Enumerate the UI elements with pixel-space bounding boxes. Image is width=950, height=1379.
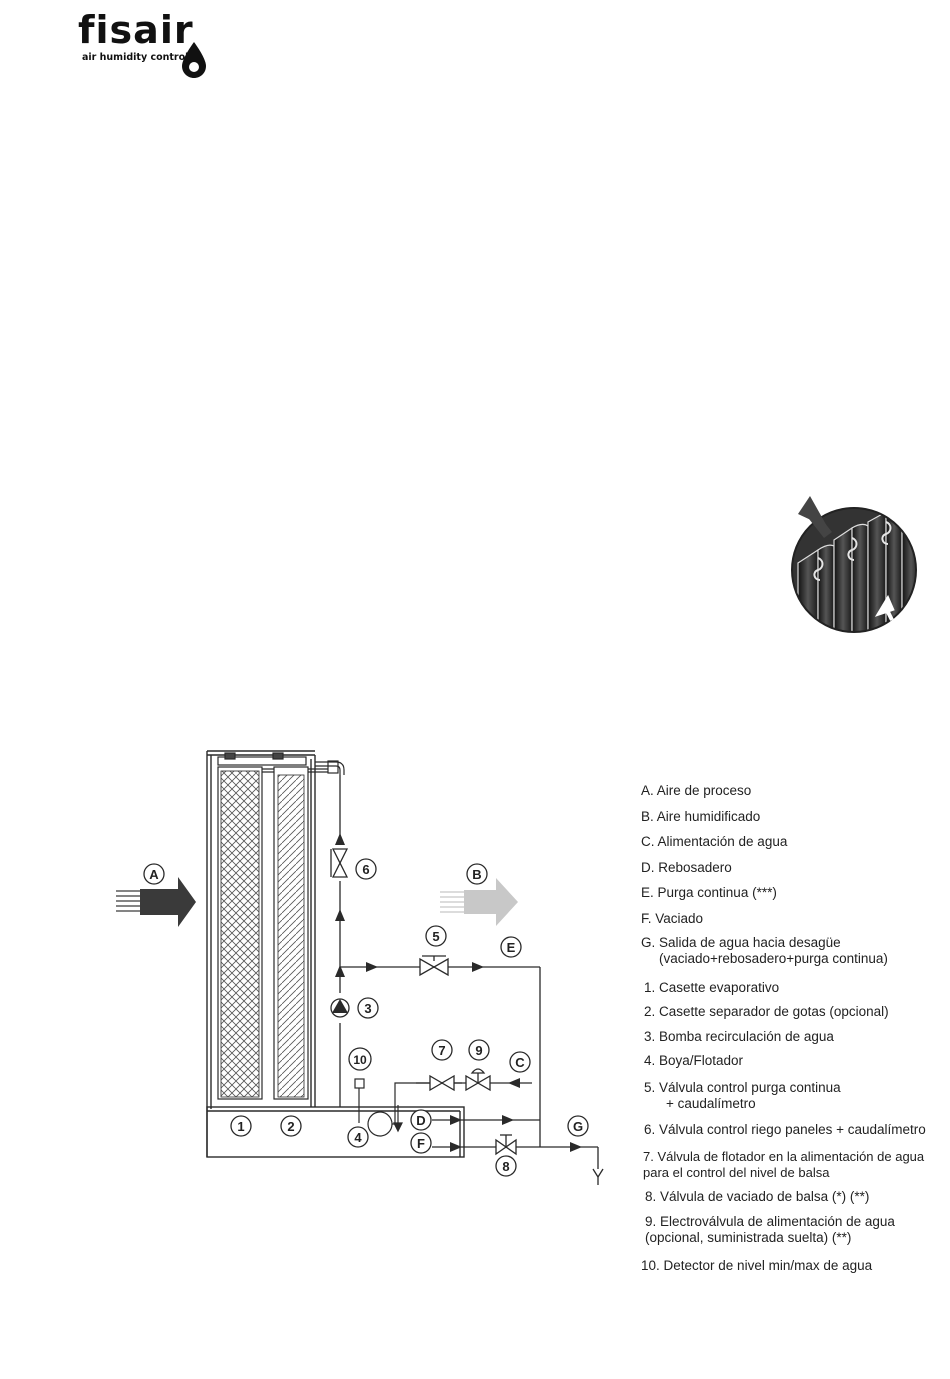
- legend-5-line1: 5. Válvula control purga continua: [644, 1080, 841, 1095]
- legend-3: 3. Bomba recirculación de agua: [644, 1029, 834, 1044]
- callout-7: 7: [431, 1039, 453, 1061]
- callout-d: D: [410, 1109, 432, 1131]
- legend-2: 2. Casette separador de gotas (opcional): [644, 1004, 889, 1019]
- svg-text:6: 6: [362, 862, 369, 877]
- legend-8: 8. Válvula de vaciado de balsa (*) (**): [645, 1189, 870, 1204]
- supply-flow-arrow: [508, 1078, 520, 1088]
- legend-1: 1. Casette evaporativo: [644, 980, 780, 995]
- legend-10: 10. Detector de nivel min/max de agua: [641, 1258, 873, 1273]
- callout-2: 2: [280, 1115, 302, 1137]
- callout-b: B: [466, 863, 488, 885]
- riser-flow-arrows: [335, 833, 345, 977]
- legend-d: D. Rebosadero: [641, 860, 732, 875]
- legend-g: G. Salida de agua hacia desagüe (vaciado…: [641, 935, 888, 967]
- legend-b: B. Aire humidificado: [641, 809, 761, 824]
- callout-4: 4: [347, 1126, 369, 1148]
- callout-f: F: [410, 1132, 432, 1154]
- legend-g-line1: G. Salida de agua hacia desagüe: [641, 935, 841, 950]
- svg-text:F: F: [417, 1136, 425, 1151]
- svg-text:9: 9: [475, 1043, 482, 1058]
- legend-7-line2: para el control del nivel de balsa: [643, 1165, 830, 1180]
- legend-5: 5. Válvula control purga continua + caud…: [644, 1080, 841, 1112]
- callout-9: 9: [468, 1039, 490, 1061]
- svg-text:5: 5: [432, 929, 439, 944]
- svg-text:7: 7: [438, 1043, 445, 1058]
- svg-text:B: B: [472, 867, 481, 882]
- droplet-separator-cassette: [273, 766, 309, 1100]
- legend-e: E. Purga continua (***): [641, 885, 777, 900]
- callout-1: 1: [230, 1115, 252, 1137]
- legend-4: 4. Boya/Flotador: [644, 1053, 744, 1068]
- legend-a: A. Aire de proceso: [641, 783, 752, 798]
- legend-5-line2: + caudalímetro: [666, 1096, 756, 1111]
- legend-6: 6. Válvula control riego paneles + cauda…: [644, 1122, 926, 1137]
- callout-3: 3: [357, 997, 379, 1019]
- legend-c: C. Alimentación de agua: [641, 834, 788, 849]
- legend-7: 7. Válvula de flotador en la alimentació…: [643, 1149, 924, 1181]
- callout-10: 10: [348, 1047, 372, 1071]
- process-diagram: A B C D E F G 1 2 3 4 5 6 7 8 9 10: [116, 750, 604, 1185]
- valve-8: [495, 1134, 517, 1156]
- svg-text:G: G: [573, 1119, 583, 1134]
- brand-name: fisair: [78, 8, 194, 52]
- svg-text:4: 4: [354, 1130, 362, 1145]
- valve-6: [330, 848, 349, 878]
- solenoid-valve-9: [465, 1068, 491, 1092]
- svg-text:E: E: [507, 940, 516, 955]
- drain-line: [432, 1146, 604, 1185]
- valve-5: [419, 955, 449, 977]
- callout-8: 8: [495, 1155, 517, 1177]
- humidified-air-arrow: [440, 878, 518, 926]
- valve-7: [429, 1074, 455, 1092]
- callout-a: A: [143, 863, 165, 885]
- legend-7-line1: 7. Válvula de flotador en la alimentació…: [643, 1149, 925, 1164]
- brand-tagline: air humidity control: [82, 52, 189, 63]
- legend-9-line2: (opcional, suministrada suelta) (**): [645, 1230, 852, 1245]
- svg-text:D: D: [416, 1113, 425, 1128]
- svg-text:2: 2: [287, 1119, 294, 1134]
- callout-c: C: [509, 1051, 531, 1073]
- svg-text:C: C: [515, 1055, 525, 1070]
- svg-text:8: 8: [502, 1159, 509, 1174]
- brand-logo: fisair air humidity control: [78, 8, 218, 78]
- legend-9-line1: 9. Electroválvula de alimentación de agu…: [645, 1214, 895, 1229]
- svg-text:10: 10: [353, 1053, 367, 1067]
- evaporative-cassette: [217, 766, 263, 1100]
- process-air-arrow: [116, 877, 196, 927]
- callout-6: 6: [355, 858, 377, 880]
- humidifier-housing: [206, 750, 316, 1157]
- callout-e: E: [500, 936, 522, 958]
- pump-3: [330, 998, 350, 1018]
- legend-f: F. Vaciado: [641, 911, 704, 926]
- svg-text:1: 1: [237, 1119, 244, 1134]
- purge-flow-arrows: [366, 962, 484, 972]
- water-drop-icon: [182, 42, 206, 78]
- level-detector-10: [354, 1078, 365, 1123]
- svg-text:3: 3: [364, 1001, 371, 1016]
- legend-9: 9. Electroválvula de alimentación de agu…: [645, 1214, 895, 1246]
- evaporative-media-inset: [791, 496, 917, 633]
- callout-g: G: [567, 1115, 589, 1137]
- svg-text:A: A: [149, 867, 159, 882]
- legend-g-line2: (vaciado+rebosadero+purga continua): [659, 951, 888, 966]
- callout-5: 5: [425, 925, 447, 947]
